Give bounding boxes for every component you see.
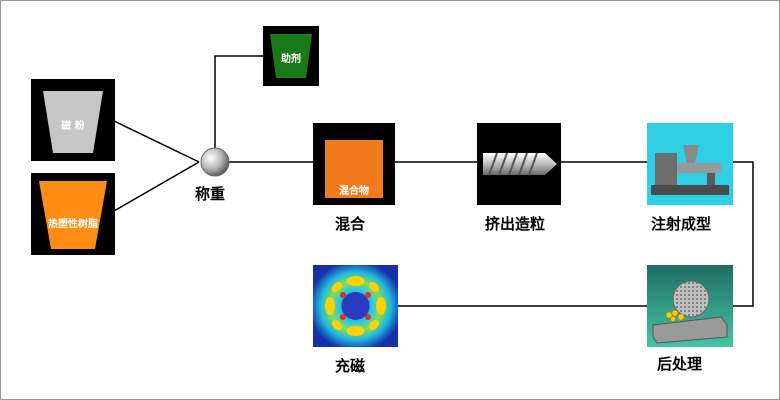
weighing-node-icon	[200, 147, 230, 177]
magnetic-powder-node: 磁 粉	[31, 79, 115, 161]
line-resin-to-weighing	[113, 161, 200, 212]
screw-extruder-icon	[483, 152, 557, 176]
magnetic-field-icon	[313, 265, 398, 347]
mixing-container-icon	[325, 140, 383, 198]
magnetizing-node	[313, 265, 398, 347]
extrusion-node	[477, 123, 561, 205]
injection-machine-icon	[647, 123, 733, 205]
extrusion-label: 挤出造粒	[485, 215, 546, 233]
thermoplastic-resin-node: 热塑性树脂	[31, 173, 115, 255]
grinding-wheel-icon	[647, 265, 733, 347]
magnetic-powder-label: 磁 粉	[61, 121, 85, 132]
line-injection-to-post	[733, 161, 754, 307]
line-powder-to-weighing	[113, 120, 200, 163]
line-weighing-to-additive	[214, 55, 263, 149]
mixing-label: 混合	[335, 215, 366, 233]
injection-node	[647, 123, 733, 205]
injection-label: 注射成型	[651, 215, 712, 233]
mixing-node: 混合物	[313, 123, 395, 205]
hopper-icon	[270, 34, 312, 78]
post-processing-node	[647, 265, 733, 347]
hopper-icon	[43, 91, 103, 153]
weighing-label: 称重	[195, 185, 226, 203]
thermoplastic-resin-label: 热塑性树脂	[48, 219, 98, 230]
magnetizing-label: 充磁	[335, 357, 366, 375]
hopper-icon	[39, 181, 107, 249]
additive-node: 助剂	[263, 26, 319, 86]
mixing-inner-label: 混合物	[339, 186, 369, 197]
additive-label: 助剂	[281, 54, 301, 65]
post-processing-label: 后处理	[657, 355, 703, 373]
